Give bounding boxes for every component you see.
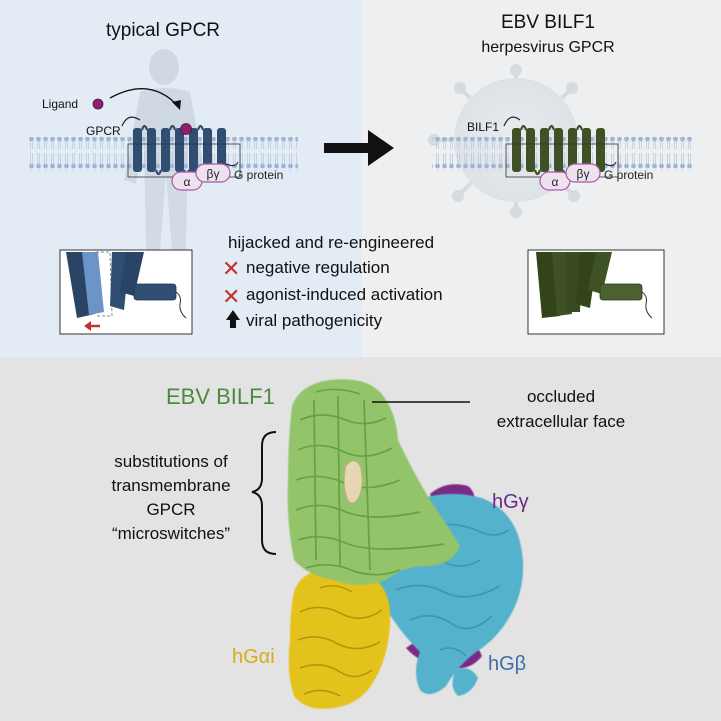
right-betagamma: βγ <box>577 167 590 181</box>
right-title-line2: herpesvirus GPCR <box>481 39 614 56</box>
bilf1-texture <box>295 388 445 576</box>
hg-beta-label: hGβ <box>488 653 526 675</box>
bilf1-density <box>287 379 460 585</box>
transition-arrow <box>324 130 394 166</box>
ligand-arrowhead <box>172 100 181 110</box>
beige-density <box>344 460 363 504</box>
left-gprotein-label: G protein <box>234 168 283 182</box>
item-2-mark: ✕ <box>222 284 240 309</box>
hg-alpha-texture <box>297 584 383 697</box>
subs-line-4: “microswitches” <box>112 524 230 543</box>
right-gprotein-label: G protein <box>604 168 653 182</box>
item-3-text: viral pathogenicity <box>246 311 383 330</box>
ligand-label: Ligand <box>42 97 78 111</box>
right-inset <box>527 249 665 335</box>
gpcr-label: GPCR <box>86 124 121 138</box>
item-3-arrow-icon <box>226 310 240 328</box>
item-1-text: negative regulation <box>246 258 390 277</box>
subs-line-3: GPCR <box>146 500 195 519</box>
item-1-mark: ✕ <box>222 256 240 281</box>
structure-bilf1-label: EBV BILF1 <box>166 384 275 409</box>
bilf1-label: BILF1 <box>467 120 499 134</box>
center-heading: hijacked and re-engineered <box>228 233 434 252</box>
hg-gamma-label: hGγ <box>492 491 529 513</box>
typical-gpcr-7tm <box>121 116 239 176</box>
item-2-text: agonist-induced activation <box>246 285 443 304</box>
left-alpha: α <box>184 175 191 189</box>
right-title-line1: EBV BILF1 <box>501 12 595 33</box>
subs-line-2: transmembrane <box>111 476 230 495</box>
left-inset <box>59 249 193 335</box>
left-g-protein <box>171 163 231 191</box>
left-betagamma: βγ <box>207 167 220 181</box>
left-title: typical GPCR <box>106 20 220 41</box>
occluded-line1: occluded <box>527 387 595 406</box>
hg-alpha-label: hGαi <box>232 646 275 668</box>
right-g-protein <box>539 163 601 191</box>
occluded-line2: extracellular face <box>497 412 626 431</box>
ligand-arrow <box>109 88 179 107</box>
right-alpha: α <box>552 175 559 189</box>
subs-line-1: substitutions of <box>114 452 228 471</box>
ligand-dot <box>92 98 104 110</box>
subs-bracket <box>251 431 277 555</box>
